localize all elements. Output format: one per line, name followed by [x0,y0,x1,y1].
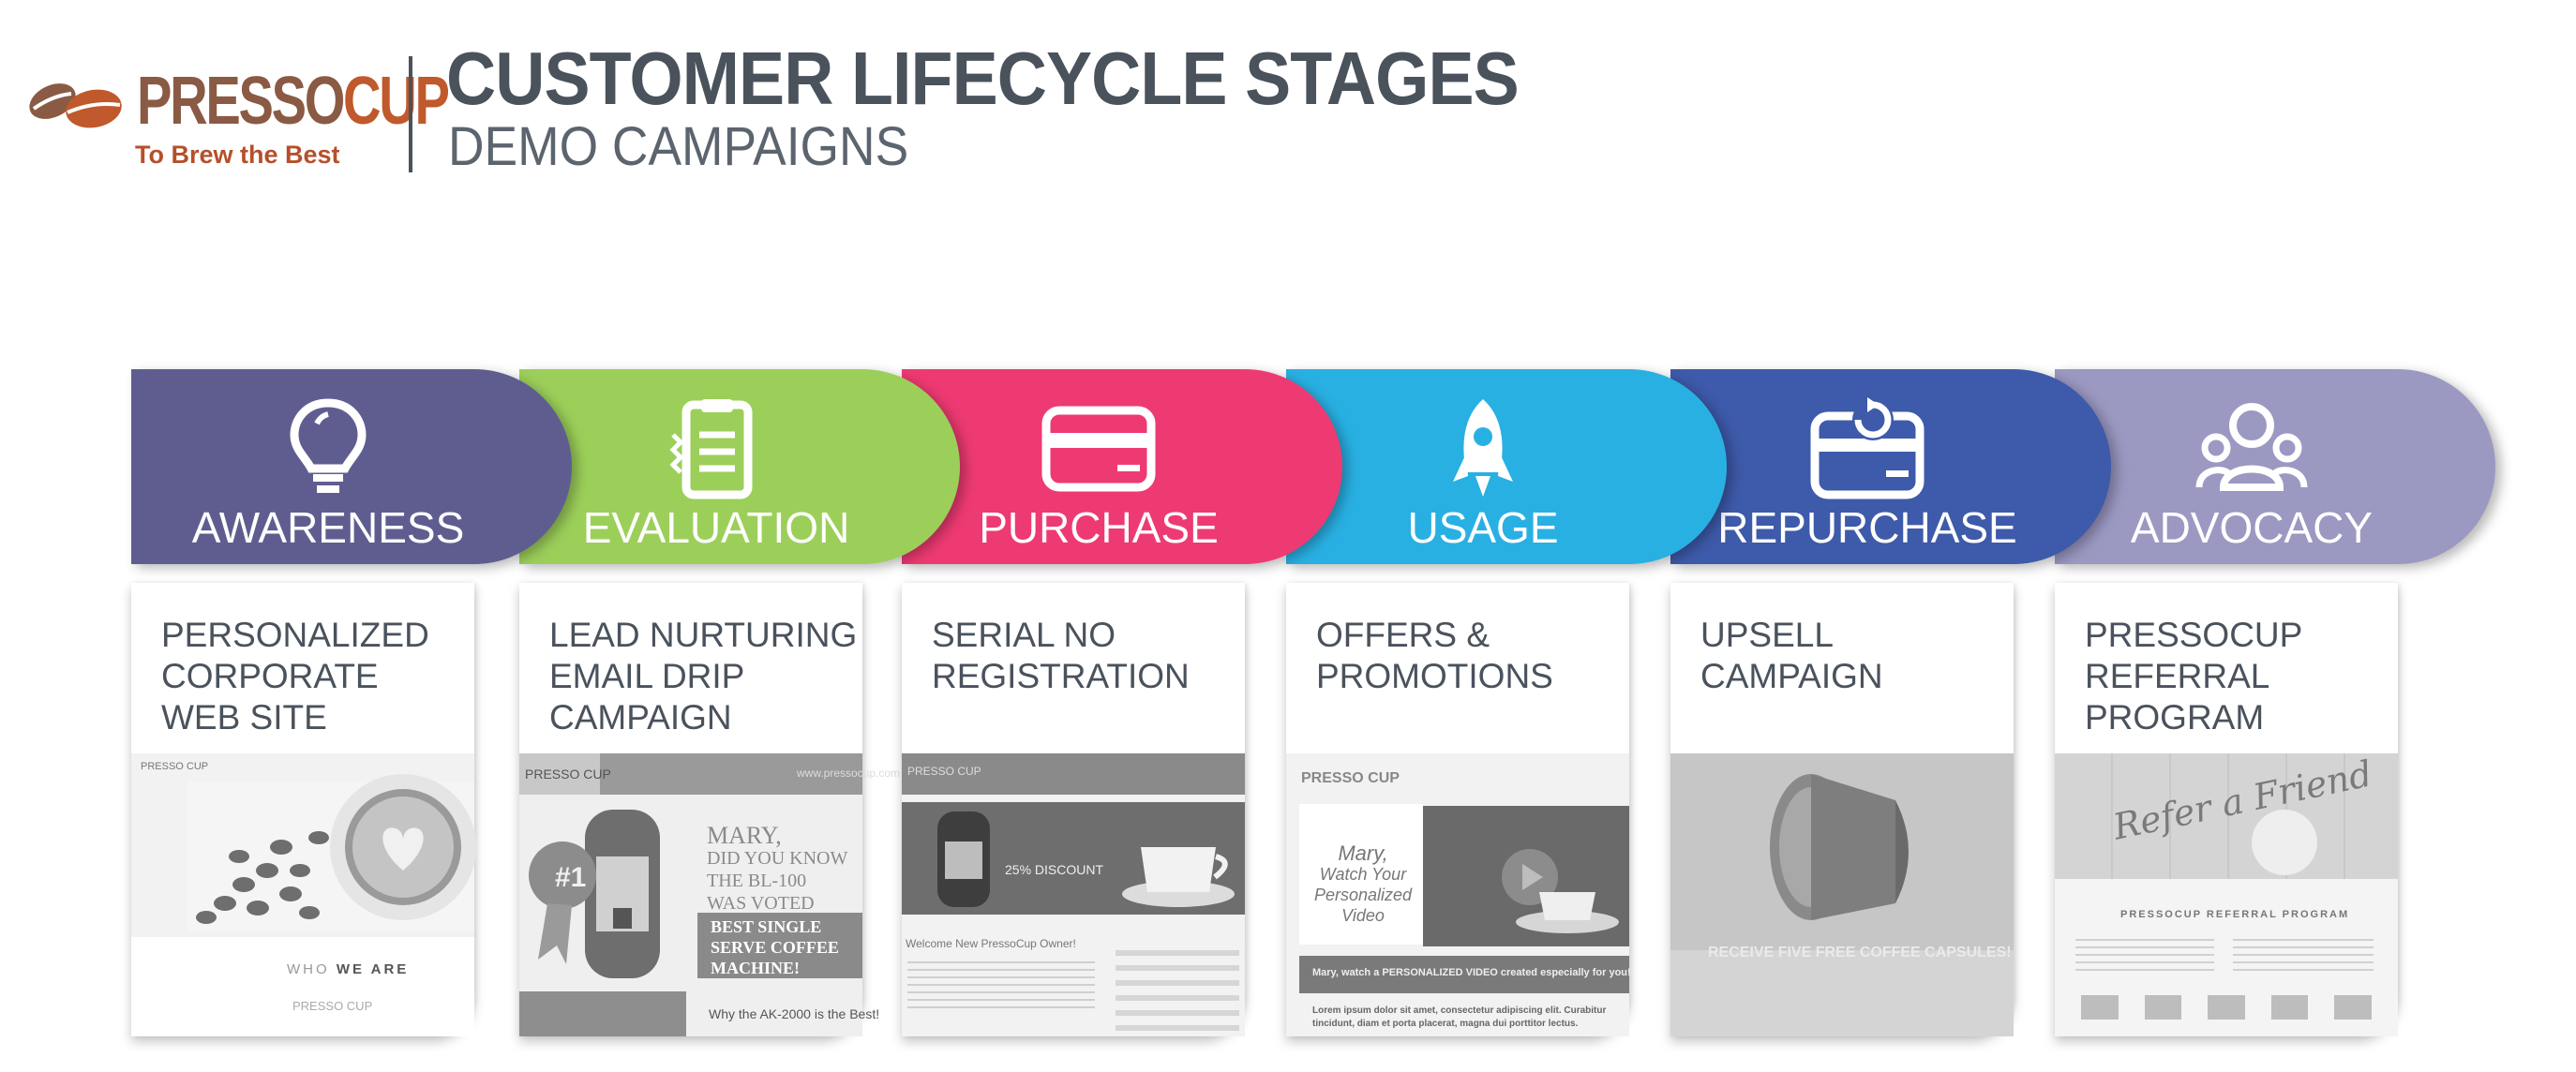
upsell-thumbnail: RECEIVE FIVE FREE COFFEE CAPSULES! [1670,753,2014,1036]
card-refresh-icon [1810,397,1925,500]
stage-purchase[interactable]: PURCHASE [902,369,1361,564]
stage-label: REPURCHASE [1717,503,2017,552]
logo-tagline: To Brew the Best [135,141,340,169]
rocket-icon [1427,397,1539,500]
stage-repurchase[interactable]: REPURCHASE [1670,369,2130,564]
logo-wordmark: PRESSOCUP [137,64,450,139]
lightbulb-icon [272,397,384,500]
coffee-machine-image [937,811,990,907]
referral-thumbnail: Refer a Friend PRESSOCUP REFERRAL PROGRA… [2055,752,2398,1036]
stage-label: PURCHASE [979,503,1219,552]
stage-advocacy[interactable]: ADVOCACY [2055,369,2514,564]
stage-awareness[interactable]: AWARENESS [131,369,591,564]
coffee-machine-image [529,810,660,978]
stage-label: AWARENESS [191,503,465,552]
pressocup-logo: PRESSOCUP To Brew the Best [24,58,450,171]
website-thumbnail: PRESSO CUP WHO WE ARE PRESSO CUP [131,753,476,1036]
clipboard-icon [660,397,772,500]
stage-label: EVALUATION [582,503,850,552]
registration-thumbnail: PRESSO CUP 25% DISCOUNT Welcome New Pres… [902,753,1245,1036]
email-thumbnail: PRESSO CUP www.pressocup.com #1 MARY, DI… [519,753,900,1036]
coffee-cup-image [1122,847,1235,907]
stage-evaluation[interactable]: EVALUATION [519,369,979,564]
header-divider [409,56,412,172]
play-video-icon[interactable] [1464,819,1624,941]
campaign-title: OFFERS &PROMOTIONS [1316,616,1553,695]
stage-label: ADVOCACY [2130,503,2374,552]
page-subtitle: DEMO CAMPAIGNS [448,116,909,177]
people-group-icon [2195,397,2308,500]
stage-label: USAGE [1407,503,1559,552]
coffee-capsule-image [1770,774,1909,920]
page-title: CUSTOMER LIFECYCLE STAGES [446,37,1520,120]
credit-card-icon [1041,397,1156,500]
stage-usage[interactable]: USAGE [1286,369,1745,564]
coffee-beans-icon [29,83,122,128]
coffee-cup-beans-image [187,774,476,931]
campaign-card-4[interactable]: OFFERS &PROMOTIONS PRESSO CUP Mary, Watc… [1286,583,1631,1036]
